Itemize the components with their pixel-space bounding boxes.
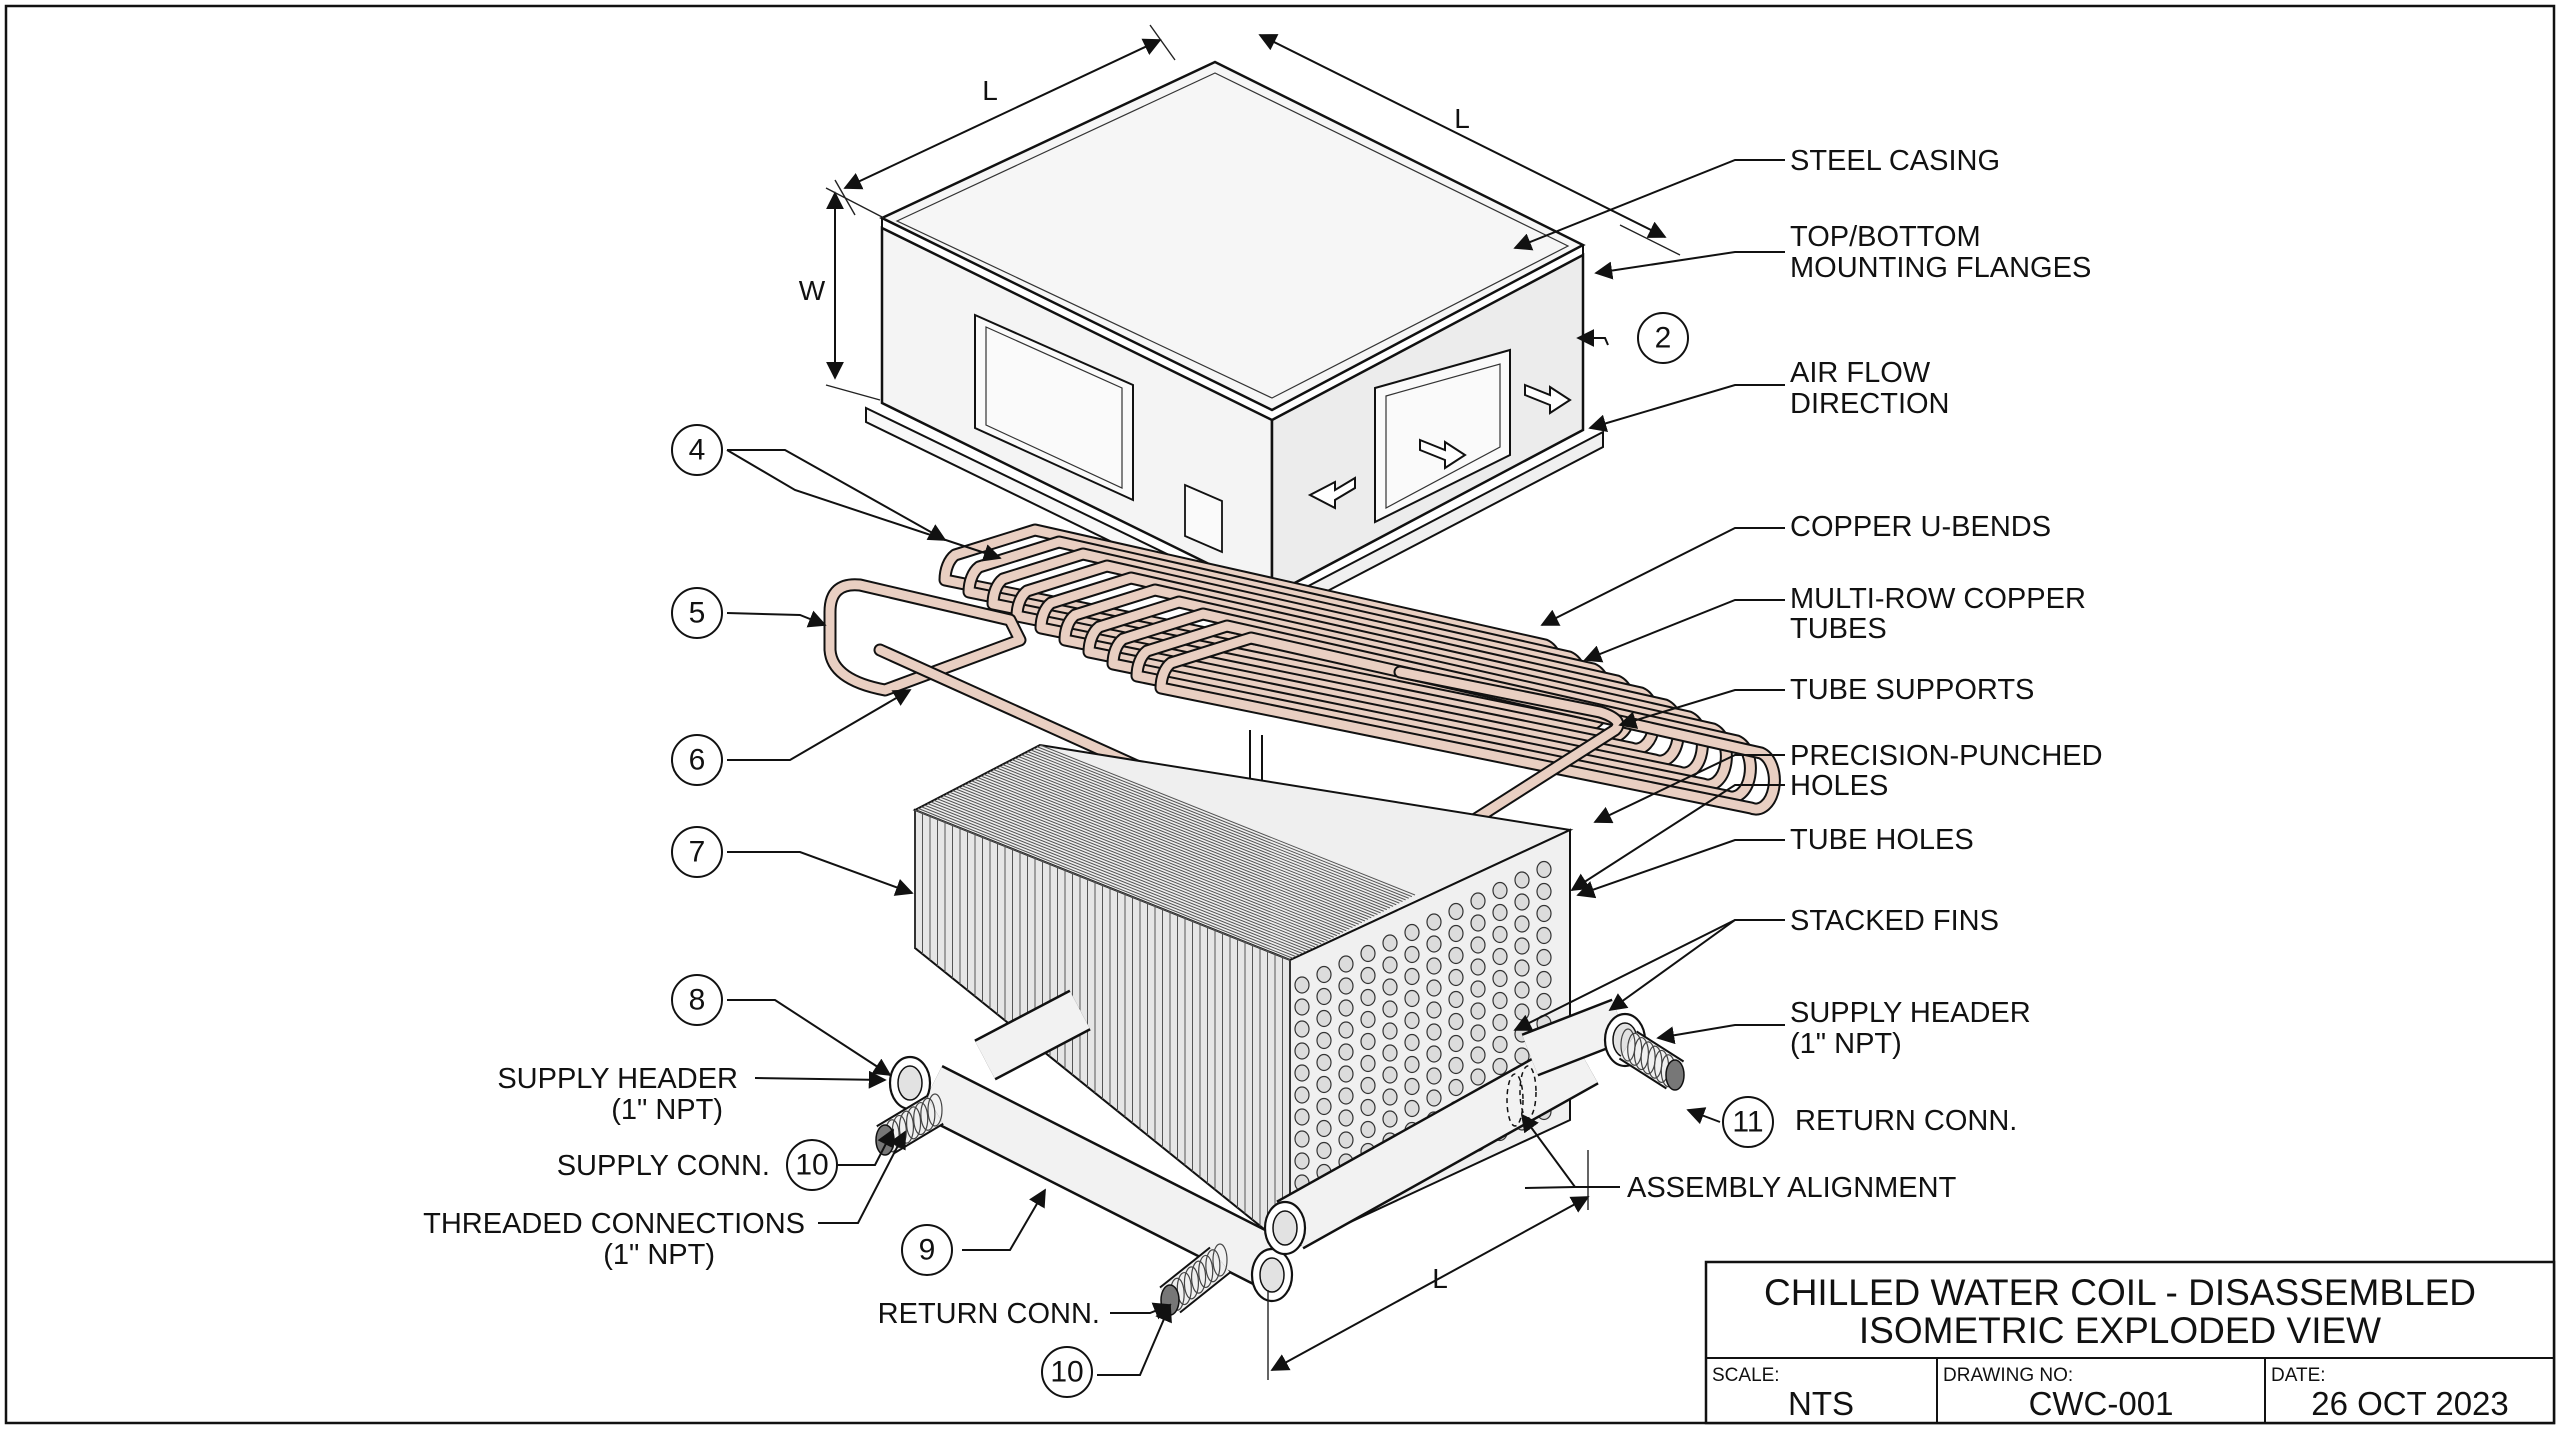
dim-header-length: L (1432, 1263, 1448, 1294)
leader-lines-left (726, 449, 1172, 1376)
drawing-no-label: DRAWING NO: (1943, 1365, 2073, 1386)
date-label: DATE: (2271, 1365, 2326, 1386)
header-stub-left (974, 989, 1091, 1081)
label-supply-header-left-1: SUPPLY HEADER (497, 1063, 738, 1095)
copper-u-bend-outer (823, 578, 1027, 697)
svg-text:9: 9 (919, 1234, 936, 1267)
return-conn-thread-left (1159, 1243, 1231, 1316)
right-header-left-end (1263, 1200, 1307, 1256)
balloon-5: 5 (671, 587, 723, 639)
dim-top-left-length: L (982, 75, 998, 106)
label-return-conn-right: RETURN CONN. (1795, 1105, 2017, 1137)
label-punched-holes-1: PRECISION-PUNCHED (1790, 740, 2103, 772)
title-line-1: CHILLED WATER COIL - DISASSEMBLED (1764, 1272, 2476, 1313)
fin-block (912, 743, 1574, 1253)
label-threaded-conn-2: (1" NPT) (603, 1239, 715, 1271)
label-supply-header-left-2: (1" NPT) (611, 1094, 723, 1126)
copper-tube-loop (1154, 631, 1781, 816)
label-mounting-flanges-1: TOP/BOTTOM (1790, 221, 1981, 253)
svg-text:2: 2 (1655, 322, 1672, 355)
label-assembly-alignment: ASSEMBLY ALIGNMENT (1627, 1172, 1957, 1204)
assembly-alignment-mark (1506, 1073, 1524, 1127)
label-stacked-fins: STACKED FINS (1790, 905, 1999, 937)
label-threaded-conn-1: THREADED CONNECTIONS (423, 1208, 805, 1240)
supply-header-left-end (888, 1055, 932, 1111)
scale-label: SCALE: (1712, 1365, 1780, 1386)
copper-coil (823, 523, 1781, 887)
left-header-pipe (917, 1065, 1288, 1290)
balloon-9: 9 (901, 1224, 953, 1276)
supply-header-right-end (1603, 1012, 1647, 1068)
svg-text:6: 6 (689, 744, 706, 777)
balloon-8: 8 (671, 974, 723, 1026)
steel-casing (865, 60, 1604, 622)
dim-height: W (799, 275, 826, 306)
balloon-6: 6 (671, 734, 723, 786)
header-stub-right (1521, 998, 1629, 1077)
scale-value: NTS (1788, 1385, 1854, 1422)
label-supply-header-right-2: (1" NPT) (1790, 1028, 1902, 1060)
balloon-2: 2 (1637, 312, 1689, 364)
label-supply-header-right-1: SUPPLY HEADER (1790, 997, 2031, 1029)
leader-lines-right (1513, 159, 1785, 1189)
label-copper-u-bends: COPPER U-BENDS (1790, 511, 2051, 543)
label-air-flow-1: AIR FLOW (1790, 357, 1931, 389)
svg-text:10: 10 (1050, 1356, 1083, 1389)
dim-top-right-length: L (1454, 103, 1470, 134)
stacked-fins (914, 744, 1416, 1250)
title-line-2: ISOMETRIC EXPLODED VIEW (1859, 1310, 2381, 1351)
air-flow-arrow-icon (1419, 438, 1467, 470)
callout-labels: STEEL CASING TOP/BOTTOM MOUNTING FLANGES… (423, 145, 2102, 1330)
label-copper-tubes-2: TUBES (1790, 613, 1887, 645)
label-steel-casing: STEEL CASING (1790, 145, 2000, 177)
sheet-border (4, 4, 2556, 1425)
balloon-4: 4 (671, 424, 723, 476)
label-punched-holes-2: HOLES (1790, 770, 1888, 802)
svg-text:5: 5 (689, 597, 706, 630)
dimension-lines: L L W L (799, 24, 1681, 1380)
label-return-conn-left: RETURN CONN. (878, 1298, 1100, 1330)
air-flow-arrow-icon (1524, 383, 1572, 415)
title-block: CHILLED WATER COIL - DISASSEMBLED ISOMET… (1704, 1260, 2556, 1425)
svg-text:8: 8 (689, 984, 706, 1017)
label-copper-tubes-1: MULTI-ROW COPPER (1790, 583, 2086, 615)
balloon-10-return: 10 (1041, 1346, 1093, 1398)
svg-text:4: 4 (689, 434, 706, 467)
item-balloons: 2 4 5 6 7 8 9 10 (671, 312, 1774, 1398)
date-value: 26 OCT 2023 (2311, 1385, 2509, 1422)
balloon-7: 7 (671, 826, 723, 878)
label-supply-conn: SUPPLY CONN. (557, 1150, 770, 1182)
label-tube-holes: TUBE HOLES (1790, 824, 1974, 856)
return-conn-thread-right (1618, 1028, 1685, 1091)
copper-tube-return (1373, 665, 1625, 887)
label-mounting-flanges-2: MOUNTING FLANGES (1790, 252, 2091, 284)
label-tube-supports: TUBE SUPPORTS (1790, 674, 2034, 706)
left-header-end-cap (1250, 1247, 1294, 1303)
label-air-flow-2: DIRECTION (1790, 388, 1950, 420)
svg-text:7: 7 (689, 836, 706, 869)
svg-text:11: 11 (1732, 1106, 1763, 1139)
svg-text:10: 10 (795, 1149, 828, 1182)
drawing-no-value: CWC-001 (2029, 1385, 2174, 1422)
balloon-11: 11 (1722, 1096, 1774, 1148)
air-flow-arrow-icon (1307, 476, 1356, 510)
balloon-10-supply: 10 (786, 1139, 838, 1191)
